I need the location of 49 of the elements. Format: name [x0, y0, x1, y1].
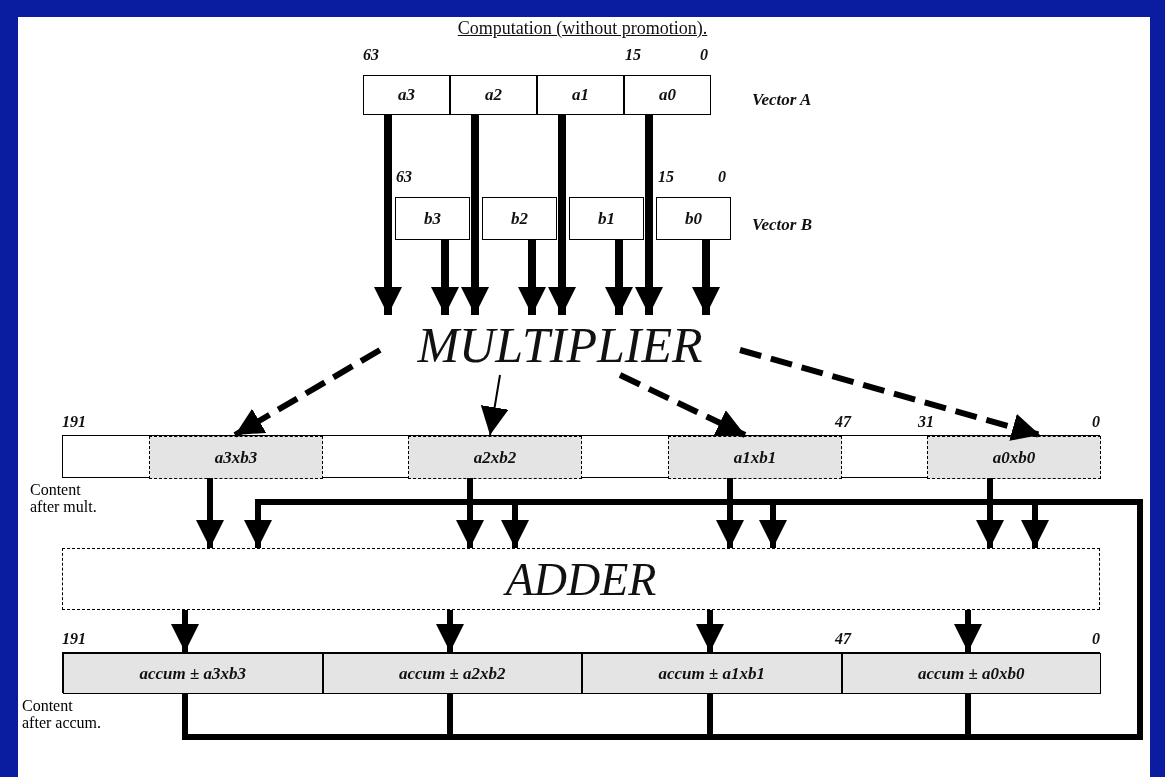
product-cell: a2xb2: [408, 436, 582, 479]
arrow: [436, 610, 464, 652]
bit-index: 0: [718, 168, 726, 186]
arrow: [456, 478, 484, 548]
row-caption: Content after accum.: [22, 697, 103, 731]
register-cell: a0: [624, 75, 711, 115]
bit-index: 63: [363, 46, 379, 64]
register-cell: b0: [656, 197, 731, 240]
bit-index: 63: [396, 168, 412, 186]
arrow: [480, 374, 509, 436]
bit-index: 0: [700, 46, 708, 64]
row-caption: Content after mult.: [30, 481, 98, 515]
register-cell: b2: [482, 197, 557, 240]
register-bar: [62, 435, 1100, 478]
bit-index: 47: [835, 630, 851, 648]
arrow: [716, 478, 744, 548]
arrow: [696, 610, 724, 652]
register-cell: a2: [450, 75, 537, 115]
register-cell: accum ± a0xb0: [841, 653, 1101, 694]
arrow: [976, 478, 1004, 548]
bit-index: 191: [62, 630, 86, 648]
arrow: [739, 347, 1041, 441]
arrow: [965, 499, 1143, 740]
register-cell: accum ± a2xb2: [322, 653, 582, 694]
register-cell: b1: [569, 197, 644, 240]
arrow: [196, 478, 224, 548]
product-cell: a1xb1: [668, 436, 842, 479]
register-cell: accum ± a3xb3: [63, 653, 323, 694]
product-cell: a3xb3: [149, 436, 323, 479]
bit-index: 15: [625, 46, 641, 64]
register-name: Vector B: [752, 215, 812, 235]
bit-index: 31: [918, 413, 934, 431]
register-cell: a3: [363, 75, 450, 115]
register-cell: a1: [537, 75, 624, 115]
arrow: [171, 610, 199, 652]
bit-index: 0: [1092, 413, 1100, 431]
register-cell: accum ± a1xb1: [582, 653, 842, 694]
bit-index: 47: [835, 413, 851, 431]
multiplier-unit: MULTIPLIER: [380, 315, 740, 375]
arrow: [954, 610, 982, 652]
product-cell: a0xb0: [927, 436, 1101, 479]
bit-index: 0: [1092, 630, 1100, 648]
register-name: Vector A: [752, 90, 812, 110]
bit-index: 15: [658, 168, 674, 186]
bit-index: 191: [62, 413, 86, 431]
adder-box: ADDER: [62, 548, 1100, 610]
title: Computation (without promotion).: [456, 18, 709, 39]
register-cell: b3: [395, 197, 470, 240]
register-bar: [62, 652, 1100, 693]
